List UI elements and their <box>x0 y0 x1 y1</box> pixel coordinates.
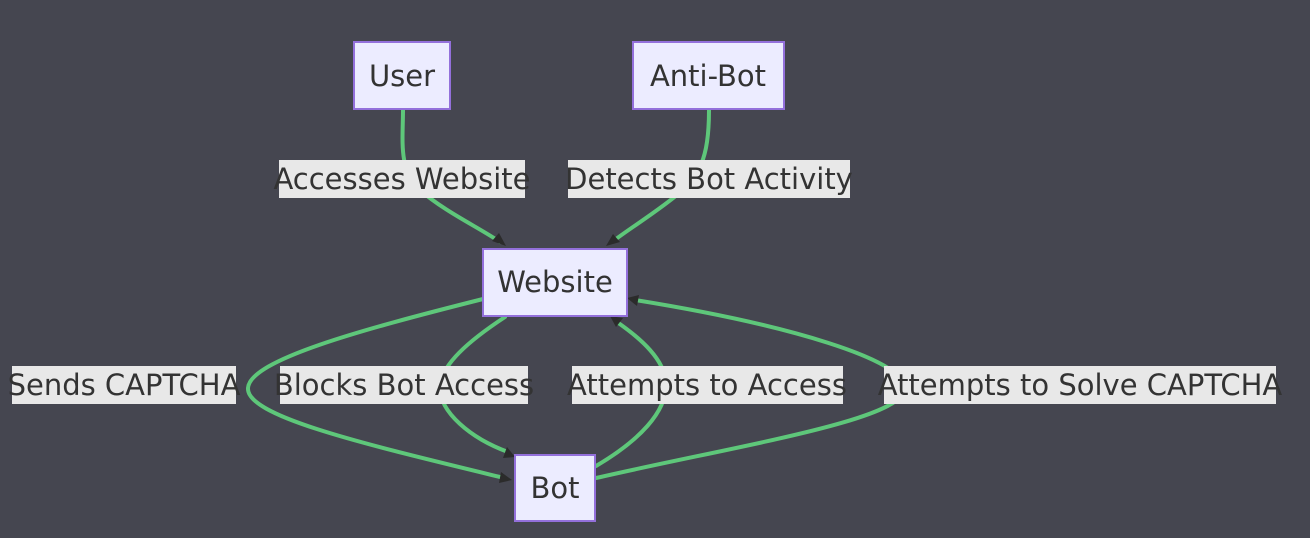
edge-label-text: Attempts to Solve CAPTCHA <box>878 368 1283 402</box>
arrowhead-solve-website <box>627 295 639 306</box>
node-label: Anti-Bot <box>650 59 766 93</box>
arrowhead-captcha-bot <box>499 472 512 483</box>
edge-label-blocks-bot-access: Blocks Bot Access <box>274 366 534 404</box>
arrowheads <box>492 233 639 483</box>
nodes: User Anti-Bot Website Bot <box>353 41 785 522</box>
edge-label-text: Attempts to Access <box>567 368 847 402</box>
edge-label-text: Sends CAPTCHA <box>8 368 241 402</box>
arrowhead-user-website <box>492 233 506 246</box>
node-anti-bot[interactable]: Anti-Bot <box>632 41 785 110</box>
arrowhead-block-bot <box>503 447 515 458</box>
edge-label-text: Detects Bot Activity <box>565 162 853 196</box>
edge-label-sends-captcha: Sends CAPTCHA <box>8 366 241 404</box>
arrowhead-antibot-website <box>606 234 620 246</box>
edge-label-accesses-website: Accesses Website <box>273 160 531 198</box>
edge-website-to-bot-captcha <box>245 297 502 479</box>
edge-label-attempts-to-solve-captcha: Attempts to Solve CAPTCHA <box>878 366 1283 404</box>
edge-labels: Accesses Website Detects Bot Activity Se… <box>8 160 1283 404</box>
node-label: Bot <box>530 471 579 505</box>
node-bot[interactable]: Bot <box>514 454 596 522</box>
arrowhead-access-website <box>610 316 623 327</box>
edge-label-text: Blocks Bot Access <box>274 368 534 402</box>
node-website[interactable]: Website <box>482 248 628 317</box>
node-label: User <box>369 59 435 93</box>
node-label: Website <box>497 265 613 299</box>
edge-label-text: Accesses Website <box>273 162 530 196</box>
node-user[interactable]: User <box>353 41 451 110</box>
edge-label-attempts-to-access: Attempts to Access <box>567 366 847 404</box>
edge-label-detects-bot-activity: Detects Bot Activity <box>565 160 853 198</box>
